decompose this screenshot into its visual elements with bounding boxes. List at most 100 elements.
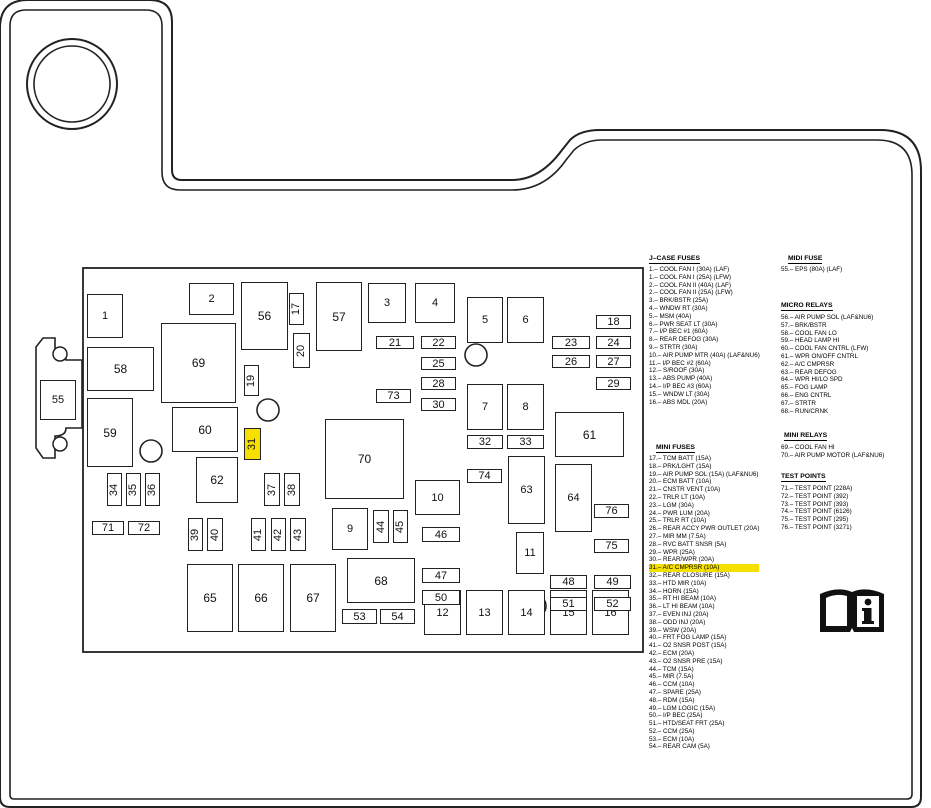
- legend-item: 58.– COOL FAN LO: [781, 329, 837, 337]
- fuse-box-label: 43: [292, 528, 304, 541]
- inner-cover-outline: [9, 9, 913, 800]
- legend-item: 51.– HTD/SEAT FRT (25A): [649, 720, 725, 728]
- fuse-box-52: 52: [594, 597, 631, 611]
- legend-item: 55.– EPS (80A) (LAF): [781, 266, 843, 273]
- legend-item: 26.– REAR ACCY PWR OUTLET (20A): [649, 525, 760, 533]
- legend-item: 13.– ABS PUMP (40A): [649, 375, 713, 383]
- legend-title-micro-relays: MICRO RELAYS: [781, 302, 833, 311]
- legend-item: 59.– HEAD LAMP HI: [781, 337, 840, 345]
- fuse-box-13: 13: [466, 590, 503, 635]
- legend-item: 11.– I/P BEC #2 (60A): [649, 359, 711, 367]
- fuse-box-64: 64: [555, 464, 592, 532]
- fuse-box-label: 64: [567, 492, 580, 504]
- legend-item: 4.– WNDW RT (30A): [649, 304, 708, 312]
- fuse-box-51: 51: [550, 597, 587, 611]
- fuse-box-label: 68: [374, 573, 388, 588]
- legend-item: 24.– PWR LUM (20A): [649, 509, 710, 517]
- fuse-box-6: 6: [507, 297, 544, 343]
- fuse-box-label: 7: [481, 401, 489, 413]
- fuse-box-label: 21: [388, 336, 402, 349]
- legend-list-jcase: 1.– COOL FAN I (30A) (LAF)1.– COOL FAN I…: [649, 266, 760, 406]
- legend-item: 28.– RVC BATT SNSR (5A): [649, 540, 727, 548]
- legend-item: 49.– LGM LOGIC (15A): [649, 704, 716, 712]
- legend-item: 71.– TEST POINT (228A): [781, 485, 853, 492]
- fuse-box-label: 37: [266, 483, 278, 496]
- fuse-box-61: 61: [555, 412, 624, 457]
- legend-item: 45.– MIR (7.5A): [649, 673, 694, 681]
- fuse-box-label: 26: [564, 355, 578, 368]
- fuse-box-33: 33: [507, 435, 544, 449]
- legend-item: 27.– MIR MM (7.5A): [649, 532, 706, 540]
- fuse-box-17: 17: [289, 293, 304, 325]
- fuse-box-65: 65: [187, 564, 233, 632]
- fuse-box-label: 41: [252, 528, 265, 541]
- fuse-box-60: 60: [172, 407, 238, 452]
- fuse-box-label: 57: [332, 309, 346, 324]
- fuse-box-37: 37: [264, 473, 280, 506]
- legend-item: 21.– CNSTR VENT (10A): [649, 486, 721, 494]
- legend-item: 43.– O2 SNSR PRE (15A): [649, 657, 723, 665]
- fuse-box-label: 59: [103, 425, 117, 440]
- fuse-box-label: 63: [520, 484, 533, 496]
- legend-title-test-points: TEST POINTS: [781, 473, 826, 482]
- fuse-box-75: 75: [594, 539, 629, 553]
- fuse-box-57: 57: [316, 282, 362, 351]
- fuse-box-45: 45: [393, 510, 408, 543]
- fuse-box-label: 2: [208, 293, 215, 305]
- legend-item: 7.– I/P BEC #1 (60A): [649, 328, 708, 336]
- fuse-box-label: 29: [607, 377, 620, 390]
- legend-item: 68.– RUN/CRNK: [781, 407, 829, 415]
- fuse-box-label: 11: [524, 547, 536, 559]
- fuse-box-2: 2: [189, 283, 234, 315]
- fuse-box-73: 73: [376, 389, 411, 403]
- legend-item: 62.– A/C CMPRSR: [781, 360, 835, 368]
- legend-item: 30.– REAR/WPR (20A): [649, 556, 715, 564]
- fuse-box-label: 50: [434, 591, 448, 604]
- fuse-box-label: 58: [113, 362, 128, 376]
- fuse-box-21: 21: [376, 336, 414, 349]
- fuse-box-label: 25: [432, 357, 445, 370]
- fuse-box-label: 19: [245, 374, 258, 387]
- fuse-box-label: 3: [383, 297, 391, 309]
- fuse-box-47: 47: [422, 568, 460, 583]
- legend-item: 32.– REAR CLOSURE (15A): [649, 571, 730, 579]
- fuse-box-label: 20: [295, 344, 308, 357]
- fuse-box-54: 54: [380, 609, 415, 624]
- fuse-box-1: 1: [87, 294, 123, 338]
- fuse-box-20: 20: [293, 333, 310, 368]
- block-mount-circle: [139, 439, 163, 463]
- fuse-box-4: 4: [415, 283, 455, 323]
- legend-item: 73.– TEST POINT (393): [781, 500, 849, 508]
- fuse-box-label: 31: [246, 437, 259, 451]
- fuse-box-43: 43: [290, 518, 306, 551]
- legend-item: 12.– S/ROOF (30A): [649, 367, 705, 375]
- legend-item: 14.– I/P BEC #3 (60A): [649, 382, 712, 390]
- fuse-box-label: 44: [375, 520, 387, 533]
- legend-item: 56.– AIR PUMP SOL (LAF&NU6): [781, 314, 874, 321]
- legend-item: 37.– EVEN INJ (20A): [649, 610, 709, 618]
- fuse-box-36: 36: [145, 473, 160, 506]
- legend-item: 8.– REAR DEFOG (30A): [649, 336, 719, 344]
- legend-item: 38.– ODD INJ (20A): [649, 618, 706, 626]
- fuse-box-label: 46: [434, 528, 448, 541]
- fuse-box-label: 38: [286, 483, 298, 496]
- fuse-box-label: 61: [582, 427, 597, 442]
- fuse-box-59: 59: [87, 398, 133, 467]
- fuse-box-label: 28: [432, 377, 445, 390]
- legend-item: 60.– COOL FAN CNTRL (LFW): [781, 345, 869, 353]
- fuse-box-62: 62: [196, 457, 238, 503]
- legend-item: 64.– WPR HI/LO SPD: [781, 376, 843, 384]
- fuse-box-74: 74: [467, 469, 502, 483]
- fuse-box-label: 32: [478, 436, 492, 448]
- fuse-box-48: 48: [550, 575, 587, 589]
- legend-title-mini-fuses: MINI FUSES: [656, 444, 695, 453]
- fuse-box-31: 31: [244, 428, 261, 460]
- fuse-box-55: 55: [40, 380, 76, 420]
- fuse-box-24: 24: [596, 336, 631, 349]
- fuse-box-label: 10: [431, 491, 444, 504]
- legend-item: 5.– MSM (40A): [649, 312, 692, 320]
- fuse-box-label: 40: [209, 528, 221, 541]
- legend-item: 6.– PWR SEAT LT (30A): [649, 320, 718, 328]
- fuse-box-label: 35: [127, 483, 140, 496]
- fuse-box-25: 25: [421, 357, 456, 370]
